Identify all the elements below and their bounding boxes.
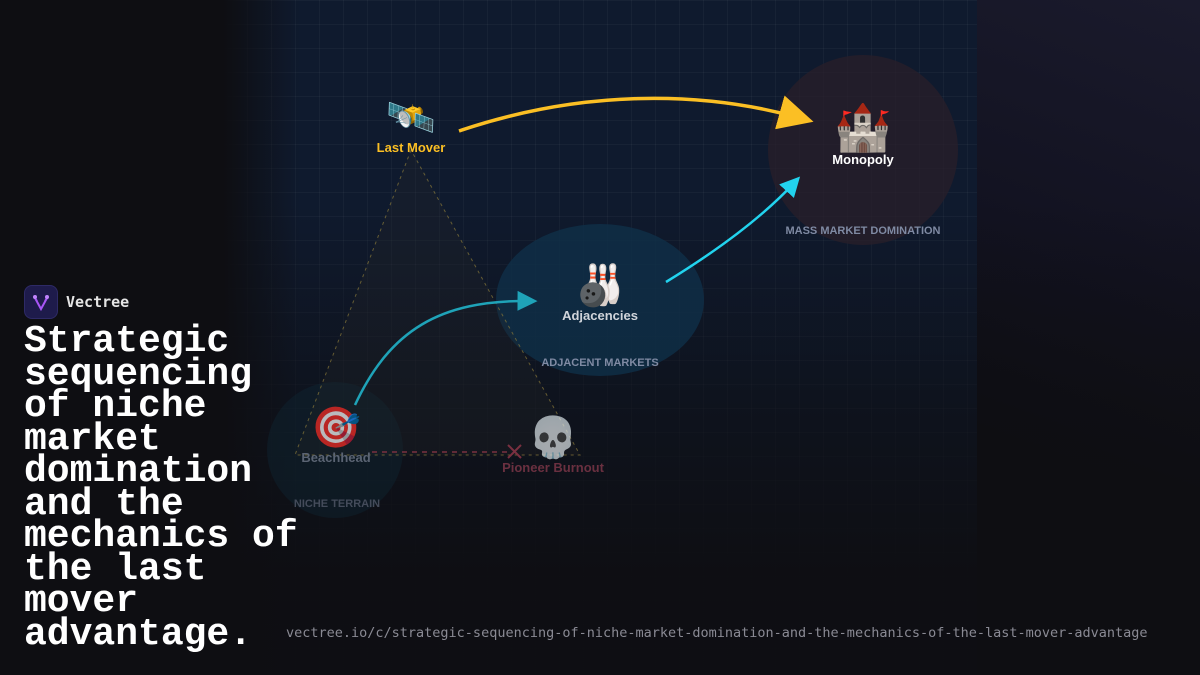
zone-niche bbox=[267, 382, 403, 518]
node-adjacencies: 🎳 Adjacencies bbox=[562, 264, 638, 323]
zone-mass-market bbox=[768, 55, 958, 245]
node-label: Beachhead bbox=[301, 450, 371, 465]
left-fade bbox=[0, 0, 300, 675]
target-icon: 🎯 bbox=[311, 406, 361, 450]
arrow-last-mover-to-monopoly bbox=[458, 95, 814, 133]
castle-icon: 🏰 bbox=[834, 101, 892, 153]
node-label: Adjacencies bbox=[562, 308, 638, 323]
skull-icon: 💀 bbox=[528, 416, 578, 460]
satellite-icon: 🛰️ bbox=[386, 96, 436, 140]
zone-adjacent bbox=[496, 224, 704, 376]
zone-label-adjacent: ADJACENT MARKETS bbox=[541, 357, 659, 369]
node-monopoly: 🏰 Monopoly bbox=[832, 102, 893, 167]
node-last-mover: 🛰️ Last Mover bbox=[377, 96, 446, 155]
x-icon bbox=[507, 444, 522, 459]
node-label: Pioneer Burnout bbox=[502, 460, 604, 475]
arrow-beachhead-to-adjacencies bbox=[353, 290, 538, 406]
bowling-icon: 🎳 bbox=[575, 264, 625, 308]
page-url: vectree.io/c/strategic-sequencing-of-nic… bbox=[286, 625, 1148, 641]
vectree-logo-icon bbox=[24, 285, 58, 319]
node-label: Last Mover bbox=[376, 140, 446, 155]
node-beachhead: 🎯 Beachhead bbox=[301, 406, 370, 465]
page-title: Strategic sequencing of niche market dom… bbox=[24, 320, 298, 656]
brand-name: Vectree bbox=[66, 293, 130, 311]
zone-label-mass: MASS MARKET DOMINATION bbox=[785, 225, 941, 237]
node-pioneer-burnout: 💀 Pioneer Burnout bbox=[502, 416, 604, 475]
arrow-adjacencies-to-monopoly bbox=[665, 176, 801, 284]
zone-label-niche: NICHE TERRAIN bbox=[293, 498, 381, 510]
node-label: Monopoly bbox=[832, 152, 894, 167]
brand: Vectree bbox=[24, 285, 129, 319]
